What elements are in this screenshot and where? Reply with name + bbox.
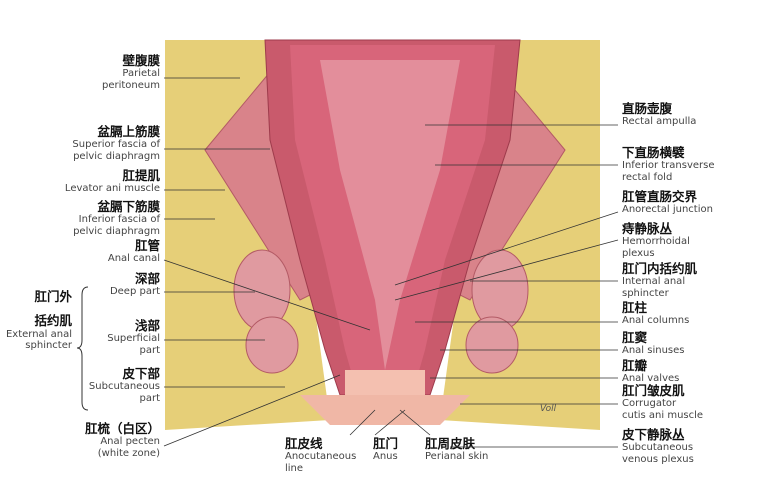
label-en: Anocutaneous	[285, 451, 357, 463]
label-en: Inferior transverse	[622, 160, 715, 172]
label-en: Anal canal	[107, 253, 160, 265]
label-en: part	[139, 392, 160, 404]
label-en: External anal	[5, 328, 72, 340]
label-zh: 痔静脉丛	[622, 221, 673, 236]
label-en: Anal sinuses	[622, 345, 685, 357]
label-en: Corrugator	[622, 398, 677, 410]
label-zh: 肛皮线	[285, 436, 323, 451]
label-zh: 肛柱	[622, 300, 648, 315]
label-en: Parietal	[122, 68, 160, 80]
label-en: rectal fold	[622, 171, 673, 183]
label-en: Anal columns	[622, 315, 690, 327]
label-zh: 肛管	[134, 238, 160, 253]
label-en: Anal pecten	[100, 436, 160, 448]
label-anal-pecten: 肛梳（白区）Anal pecten(white zone)	[84, 421, 160, 459]
label-en: Subcutaneous	[88, 381, 160, 393]
label-zh: 肛门	[373, 436, 399, 451]
label-en: Superior fascia of	[72, 139, 160, 151]
left-superficial-sphincter	[245, 316, 299, 374]
label-zh: 盆膈上筋膜	[97, 124, 160, 139]
label-en: plexus	[622, 247, 655, 259]
label-zh: 括约肌	[34, 313, 72, 329]
label-en: pelvic diaphragm	[73, 225, 160, 237]
label-zh: 肛门皱皮肌	[622, 383, 685, 398]
label-zh: 皮下静脉丛	[622, 427, 685, 442]
label-en: Hemorrhoidal	[622, 236, 690, 248]
label-zh: 直肠壶腹	[622, 101, 673, 116]
label-en: Internal anal	[622, 276, 686, 288]
label-zh: 深部	[134, 271, 160, 286]
label-zh: 皮下部	[122, 366, 160, 381]
artist-signature: Voll	[540, 404, 557, 414]
label-zh: 肛管直肠交界	[622, 189, 698, 204]
label-zh: 肛门内括约肌	[622, 261, 698, 276]
label-zh: 肛窦	[622, 330, 648, 345]
label-en: line	[285, 462, 304, 474]
label-en: (white zone)	[97, 447, 160, 459]
label-en: Inferior fascia of	[78, 214, 160, 226]
label-en: pelvic diaphragm	[73, 150, 160, 162]
label-zh: 盆膈下筋膜	[97, 199, 160, 214]
label-en: venous plexus	[622, 453, 694, 465]
label-zh: 肛梳（白区）	[84, 421, 160, 436]
label-en: sphincter	[622, 287, 669, 299]
label-en: Superficial	[107, 333, 160, 345]
left-deep-sphincter	[233, 249, 291, 331]
label-en: Anorectal junction	[622, 204, 713, 216]
label-en: Anal valves	[622, 373, 680, 385]
perianal-skin-area	[300, 395, 470, 425]
right-superficial-sphincter	[465, 316, 519, 374]
label-en: sphincter	[25, 340, 72, 352]
label-zh: 浅部	[134, 318, 160, 333]
label-en: peritoneum	[102, 79, 160, 91]
mucosa-highlight	[320, 60, 460, 370]
label-zh: 肛瓣	[622, 358, 648, 373]
label-zh: 肛提肌	[122, 168, 160, 183]
label-zh: 肛周皮肤	[425, 436, 476, 451]
label-en: Perianal skin	[425, 451, 489, 463]
label-en: part	[139, 344, 160, 356]
label-en: Subcutaneous	[622, 442, 694, 454]
label-zh: 下直肠横襞	[622, 145, 685, 160]
label-zh: 壁腹膜	[122, 53, 160, 68]
label-en: Anus	[373, 451, 398, 463]
label-en: Rectal ampulla	[622, 116, 697, 128]
label-en: Deep part	[109, 286, 160, 298]
label-zh: 肛门外	[34, 289, 72, 304]
label-en: Levator ani muscle	[64, 183, 160, 195]
label-en: cutis ani muscle	[622, 409, 704, 421]
